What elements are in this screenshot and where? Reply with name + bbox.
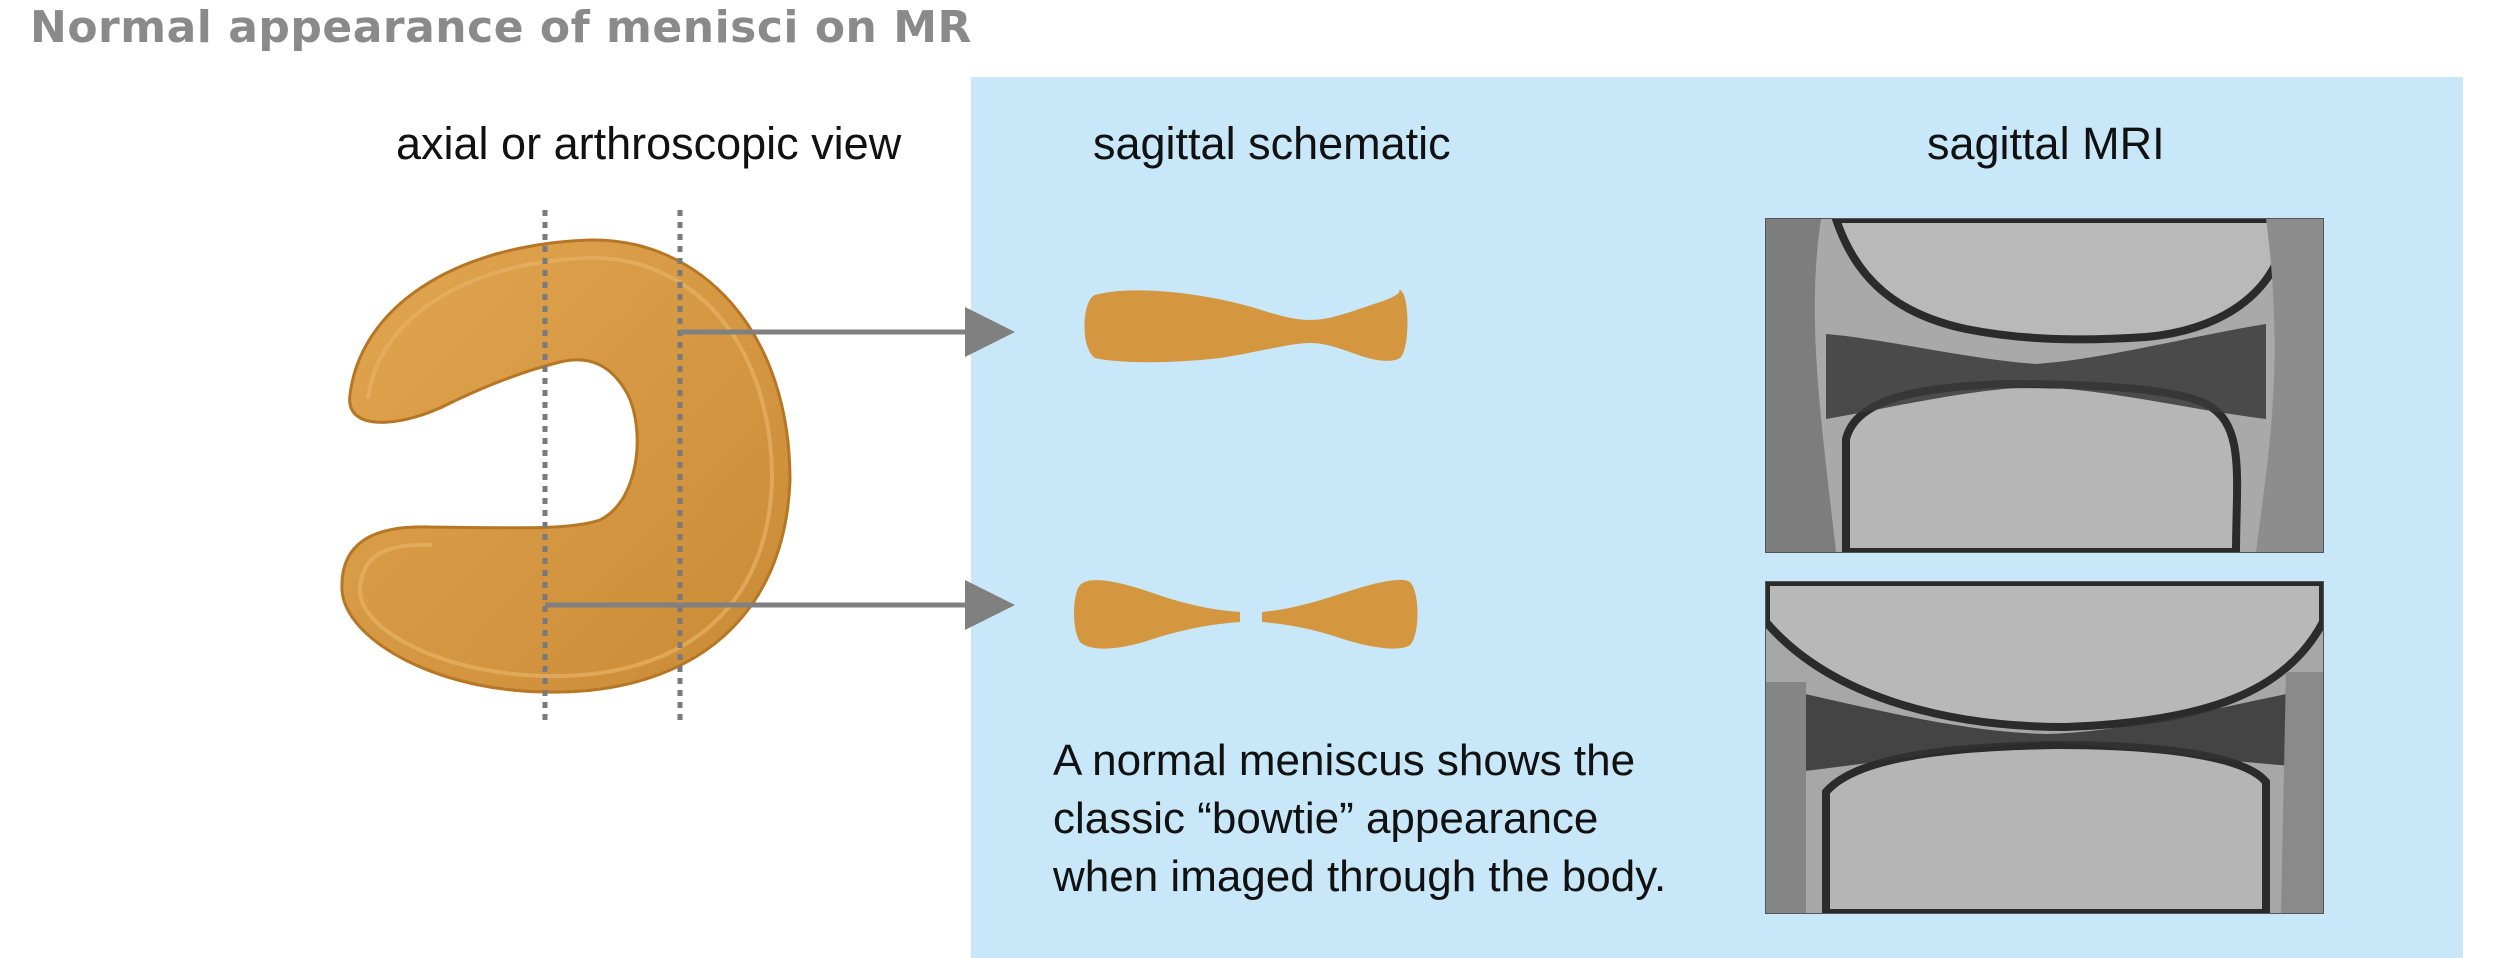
axial-view-label: axial or arthroscopic view [396,118,902,169]
sagittal-schematic-label: sagittal schematic [1093,118,1451,169]
sagittal-mri-label: sagittal MRI [1927,118,2165,169]
page-title: Normal appearance of menisci on MR [30,2,972,53]
caption-line-1: A normal meniscus shows the [1053,736,1636,785]
schematic-bowtie-bottom-left [1074,580,1240,649]
caption-line-2: classic “bowtie” appearance [1053,794,1599,843]
axial-meniscus-shape [340,238,792,694]
caption-line-3: when imaged through the body. [1053,852,1667,901]
mri-image-bottom [1765,581,2324,914]
bowtie-caption: A normal meniscus shows the classic “bow… [1053,732,1666,906]
mri-image-top [1765,218,2324,553]
mri-bottom-drawing [1766,582,2323,913]
schematic-bowtie-top [1084,289,1408,363]
schematic-bowtie-bottom-right [1262,579,1418,649]
axial-meniscus-rim [357,255,775,679]
mri-top-drawing [1766,219,2323,552]
